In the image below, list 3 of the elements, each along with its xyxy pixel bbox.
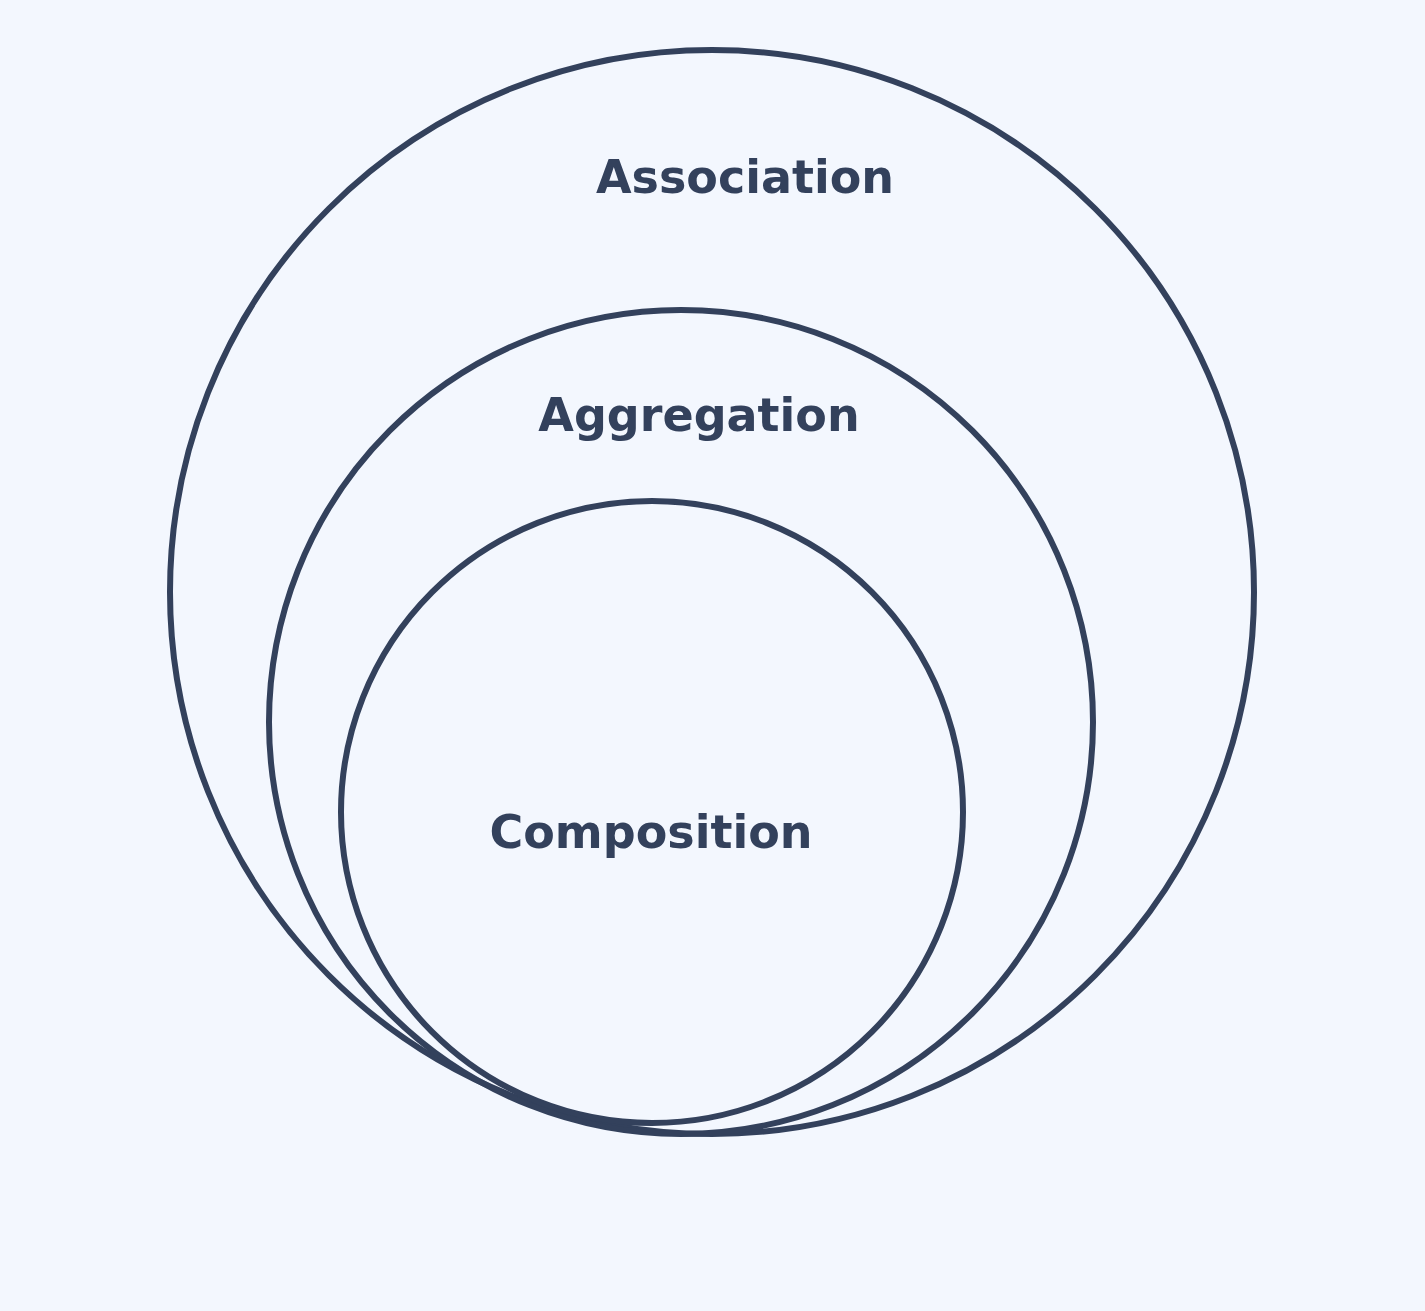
set-label: Association <box>595 150 895 204</box>
set-label: Composition <box>489 805 813 859</box>
set-label: Aggregation <box>538 388 860 442</box>
